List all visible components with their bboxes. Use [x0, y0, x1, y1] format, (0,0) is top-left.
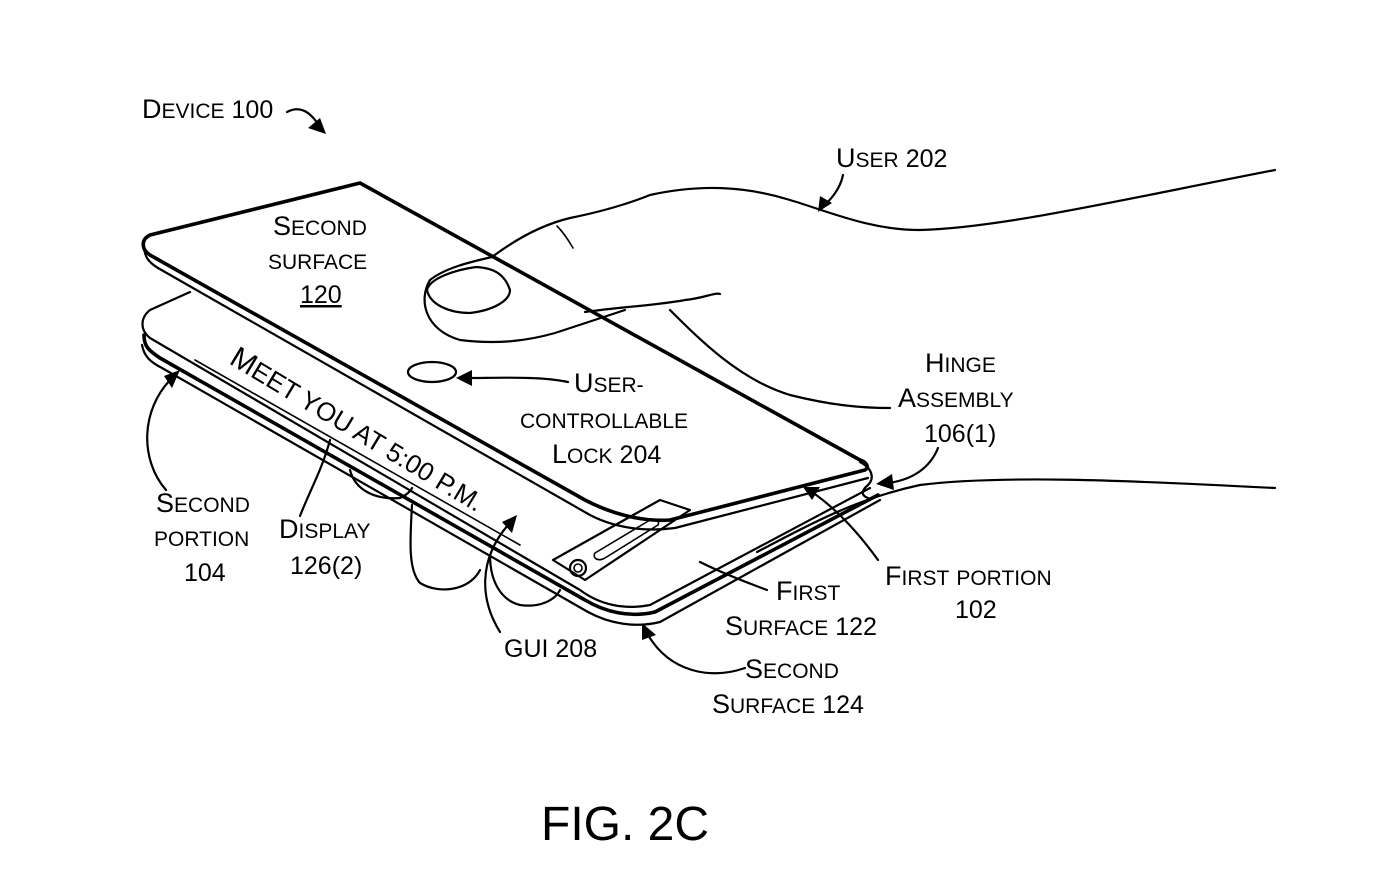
- device-bottom-half: [140, 290, 882, 626]
- arrowhead-user-202: [818, 196, 832, 212]
- arrowhead-hinge-106: [876, 474, 894, 490]
- label-hinge-106-line2: ASSEMBLY: [898, 383, 1014, 413]
- leader-hinge-106: [886, 446, 940, 485]
- finger-3: [488, 553, 562, 607]
- leader-display-126: [298, 438, 332, 518]
- arrowhead-second-portion-104: [164, 370, 180, 388]
- label-second-portion-104-num: 104: [184, 559, 226, 587]
- screen-message: MEET YOU AT 5:00 P.M.: [224, 341, 490, 519]
- palm-lower-contour: [668, 308, 892, 410]
- leader-second-surface-124: [646, 633, 747, 675]
- arrowhead-lock-204: [456, 370, 472, 386]
- top-half-bottom-edge: [142, 243, 870, 531]
- arrowhead-device-100: [308, 118, 326, 134]
- thumb-base: [583, 292, 722, 314]
- figure-caption: FIG. 2C: [541, 798, 709, 851]
- arrowhead-gui-208: [502, 515, 517, 533]
- hand-upper-contour: [490, 168, 1277, 259]
- label-hinge-106-num: 106(1): [924, 420, 996, 448]
- user-hand: [348, 168, 1277, 607]
- bottom-half-top-edge: [141, 290, 872, 608]
- device-top-half: [141, 181, 870, 531]
- leader-lines: [146, 108, 940, 675]
- finger-1: [348, 468, 414, 500]
- arrowhead-first-portion-102: [803, 487, 820, 500]
- thumb-outline: [423, 255, 627, 344]
- label-second-surface-124-line1: SECOND: [745, 654, 839, 684]
- hinge-assembly-106: [858, 460, 873, 500]
- display-band: [194, 359, 521, 546]
- label-lock-204-line2: CONTROLLABLE: [520, 410, 688, 433]
- gui-slot-inner: [593, 518, 660, 561]
- leader-first-portion-102: [810, 490, 880, 562]
- user-controllable-lock-204[interactable]: [406, 360, 458, 384]
- label-first-surface-122-line1: FIRST: [776, 576, 841, 606]
- label-first-portion-102-num: 102: [955, 596, 997, 624]
- label-second-portion-104-line1: SECOND: [156, 488, 250, 518]
- finger-2: [409, 503, 482, 591]
- leader-second-portion-104: [146, 376, 174, 492]
- label-gui-208: GUI 208: [504, 635, 597, 663]
- lower-arm-contour: [755, 478, 1277, 554]
- label-second-surface-120-line2: SURFACE: [268, 251, 367, 274]
- label-second-portion-104-line2: PORTION: [154, 528, 249, 551]
- bottom-half-lower-edge: [140, 343, 882, 626]
- gui-208-button-inner: [573, 563, 583, 573]
- arrowhead-second-surface-124: [642, 623, 656, 640]
- thumb-knuckle-crease: [556, 225, 574, 249]
- leader-first-surface-122: [698, 560, 769, 592]
- leader-device-100: [285, 108, 320, 126]
- label-hinge-106-line1: HINGE: [925, 348, 996, 378]
- label-display-126-line1: DISPLAY: [279, 514, 370, 544]
- thumbnail: [425, 265, 512, 315]
- label-second-surface-120-line1: SECOND: [273, 211, 367, 241]
- label-display-126-num: 126(2): [290, 552, 362, 580]
- leader-lock-204: [463, 376, 570, 384]
- label-lock-204-line1: USER-: [574, 368, 644, 398]
- leader-gui-208: [484, 523, 510, 634]
- bottom-half-rim: [142, 333, 880, 617]
- gui-208-button[interactable]: [568, 558, 588, 578]
- label-second-surface-120-num: 120: [300, 281, 342, 309]
